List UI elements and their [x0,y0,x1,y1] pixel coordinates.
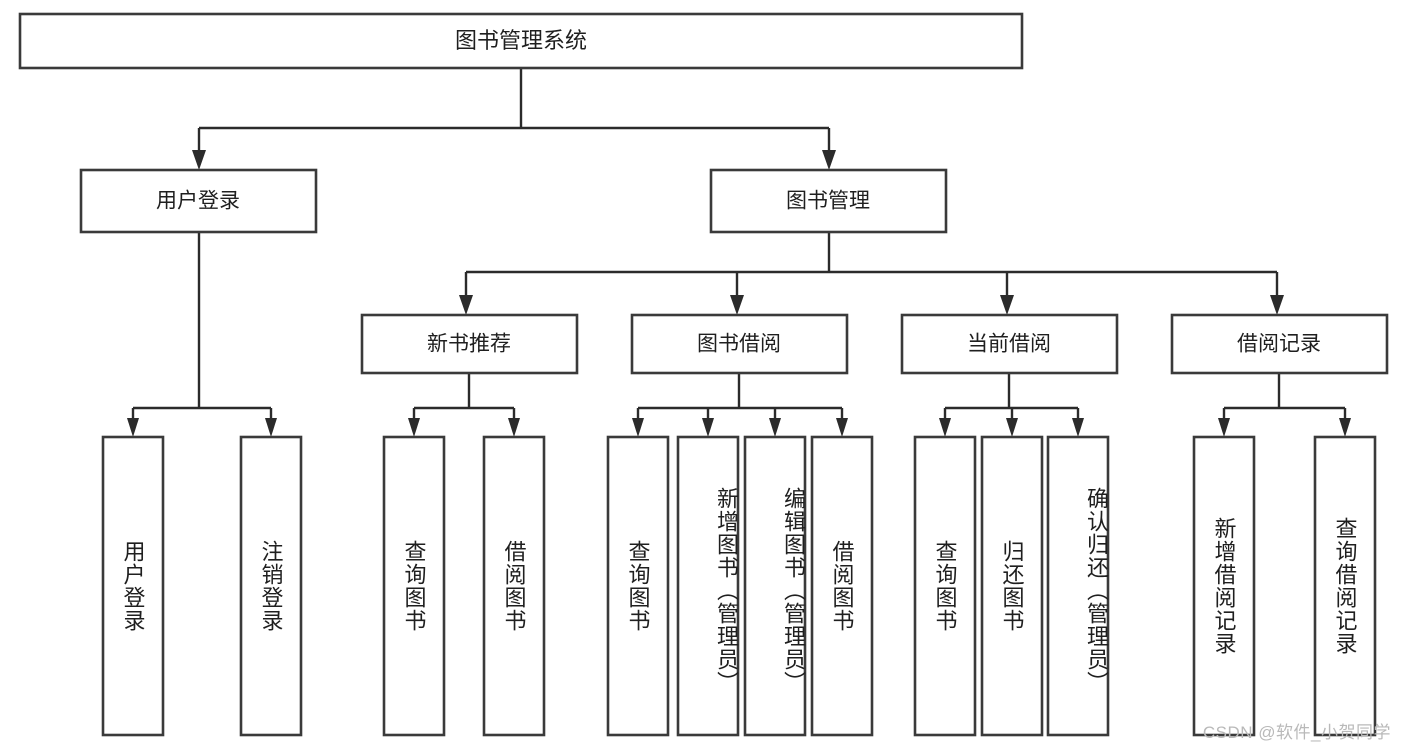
node-user-login[interactable]: 用户登录 [79,168,318,234]
arrow-head-leaf-nb-1 [408,418,420,437]
connector-group-user-login [127,232,277,437]
node-new-book-recommend[interactable]: 新书推荐 [360,313,579,375]
arrow-head-leaf-bb-2 [702,418,714,437]
arrow-head-current-borrow [1000,295,1014,315]
leaf-box-current-borrow-1[interactable] [913,435,977,737]
node-root[interactable]: 图书管理系统 [18,12,1024,70]
node-new-book-recommend-box[interactable] [360,313,579,375]
leaf-box-book-borrow-4[interactable] [810,435,874,737]
node-current-borrow-box[interactable] [900,313,1119,375]
arrow-head-leaf-cb-3 [1072,418,1084,437]
arrow-head-leaf-cb-1 [939,418,951,437]
arrow-head-leaf-br-2 [1339,418,1351,437]
node-current-borrow-label: 当前借阅 [967,333,1051,356]
leaf-box-book-borrow-1[interactable] [606,435,670,737]
arrow-head-leaf-cb-2 [1006,418,1018,437]
leaf-box-borrow-record-2[interactable] [1313,435,1377,737]
node-book-borrow-label: 图书借阅 [697,333,781,356]
connector-group-root [192,68,836,170]
arrow-head-book-borrow [730,295,744,315]
node-root-box[interactable] [18,12,1024,70]
node-book-manage[interactable]: 图书管理 [709,168,948,234]
leaf-box-new-book-1[interactable] [382,435,446,737]
node-new-book-recommend-label: 新书推荐 [427,333,511,356]
leaf-box-current-borrow-3[interactable] [1046,435,1110,737]
watermark-text: CSDN @软件_小贺同学 [1202,723,1391,742]
connector-group-book-manage [459,232,1284,315]
node-borrow-record[interactable]: 借阅记录 [1170,313,1389,375]
node-user-login-box[interactable] [79,168,318,234]
node-book-manage-box[interactable] [709,168,948,234]
arrow-head-borrow-record [1270,295,1284,315]
arrow-head-user-login [192,150,206,170]
connector-group-book-borrow [632,373,848,437]
node-user-login-label: 用户登录 [156,190,240,213]
leaf-box-borrow-record-1[interactable] [1192,435,1256,737]
leaf-box-book-borrow-2[interactable] [676,435,740,737]
arrow-head-leaf-br-1 [1218,418,1230,437]
node-borrow-record-label: 借阅记录 [1237,333,1321,356]
leaf-box-current-borrow-2[interactable] [980,435,1044,737]
arrow-head-new-book [459,295,473,315]
node-root-label: 图书管理系统 [455,28,587,53]
arrow-head-leaf-user-login-2 [265,418,277,437]
arrow-head-leaf-user-login-1 [127,418,139,437]
arrow-head-leaf-bb-3 [769,418,781,437]
leaf-box-new-book-2[interactable] [482,435,546,737]
arrow-head-leaf-nb-2 [508,418,520,437]
leaf-boxes [101,435,1377,737]
connector-group-borrow-record [1218,373,1351,437]
leaf-box-book-borrow-3[interactable] [743,435,807,737]
node-current-borrow[interactable]: 当前借阅 [900,313,1119,375]
node-borrow-record-box[interactable] [1170,313,1389,375]
leaf-box-user-login-2[interactable] [239,435,303,737]
arrow-head-leaf-bb-1 [632,418,644,437]
connector-group-current-borrow [939,373,1084,437]
node-book-borrow[interactable]: 图书借阅 [630,313,849,375]
connector-group-new-book [408,373,520,437]
arrow-head-book-manage [822,150,836,170]
node-book-manage-label: 图书管理 [786,190,870,213]
leaf-box-user-login-1[interactable] [101,435,165,737]
arrow-head-leaf-bb-4 [836,418,848,437]
node-book-borrow-box[interactable] [630,313,849,375]
